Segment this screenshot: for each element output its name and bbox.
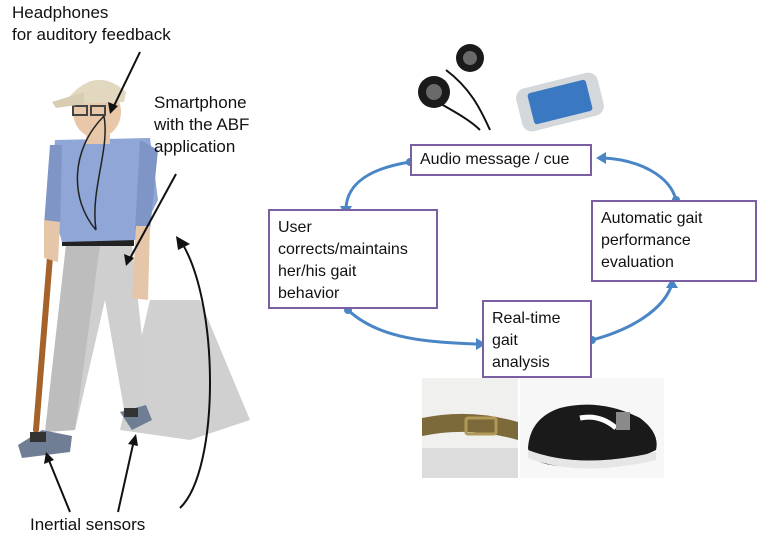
headphones-label: Headphones for auditory feedback <box>12 3 171 44</box>
user-corrects-text: User corrects/maintains her/his gait beh… <box>278 219 408 302</box>
automatic-gait-box: Automatic gait performance evaluation <box>591 200 757 282</box>
realtime-analysis-text: Real-time gait analysis <box>492 310 561 371</box>
belt-sensor-photo <box>422 378 518 478</box>
audio-message-box: Audio message / cue <box>410 144 592 176</box>
smartphone-icon <box>516 72 604 132</box>
audio-message-text: Audio message / cue <box>420 151 570 168</box>
smartphone-label: Smartphone with the ABF application <box>154 93 250 156</box>
earphones-icon <box>418 44 491 131</box>
inertial-sensors-label: Inertial sensors <box>30 515 146 534</box>
shoe-sensor-photo <box>520 378 664 478</box>
user-corrects-box: User corrects/maintains her/his gait beh… <box>268 209 438 309</box>
automatic-gait-text: Automatic gait performance evaluation <box>601 210 703 271</box>
realtime-analysis-box: Real-time gait analysis <box>482 300 592 378</box>
